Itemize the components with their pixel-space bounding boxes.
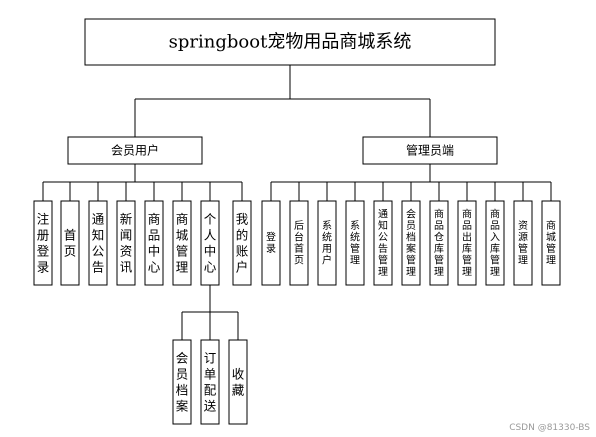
connector-lines <box>42 65 552 340</box>
personal-center-child-box <box>228 339 248 425</box>
member-child-box <box>88 200 108 286</box>
admin-child-box <box>401 200 421 286</box>
personal-center-child-box <box>200 339 220 425</box>
admin-child-label: 商品出库管理 <box>462 207 472 278</box>
watermark: CSDN @81330-BS <box>509 423 590 433</box>
personal-center-child-label: 会员档案 <box>176 350 189 413</box>
member-child-label: 个人中心 <box>204 211 217 274</box>
admin-child-box <box>345 200 365 286</box>
member-child-label: 新闻资讯 <box>120 211 133 274</box>
member-child-label: 首页 <box>64 227 77 258</box>
member-child-label: 我的账户 <box>236 211 249 274</box>
admin-box <box>362 136 498 165</box>
admin-child-box <box>261 200 281 286</box>
admin-child-box <box>317 200 337 286</box>
admin-child-label: 商品仓库管理 <box>434 207 444 278</box>
admin-child-box <box>429 200 449 286</box>
admin-label: 管理员端 <box>406 143 454 158</box>
admin-child-label: 后台首页 <box>294 220 304 267</box>
root-box <box>84 18 496 66</box>
member-child-label: 商城管理 <box>176 211 189 274</box>
member-child-label: 通知公告 <box>92 211 105 274</box>
admin-child-box <box>541 200 561 286</box>
admin-child-label: 系统用户 <box>322 220 332 267</box>
admin-child-label: 登录 <box>266 230 276 255</box>
admin-child-box <box>373 200 393 286</box>
admin-child-box <box>485 200 505 286</box>
admin-child-label: 资源管理 <box>518 220 528 267</box>
member-child-box <box>116 200 136 286</box>
member-child-box <box>60 200 80 286</box>
admin-child-label: 商品入库管理 <box>490 207 500 278</box>
admin-child-box <box>513 200 533 286</box>
personal-center-child-box <box>172 339 192 425</box>
member-child-box <box>232 200 252 286</box>
admin-child-box <box>457 200 477 286</box>
root-label: springboot宠物用品商城系统 <box>169 32 412 53</box>
personal-center-child-label: 订单配送 <box>204 350 217 413</box>
member-child-box <box>200 200 220 286</box>
member-child-label: 商品中心 <box>148 211 161 274</box>
admin-child-label: 系统管理 <box>350 220 360 267</box>
personal-center-child-label: 收藏 <box>232 366 245 397</box>
member-label: 会员用户 <box>111 143 159 158</box>
admin-child-box <box>289 200 309 286</box>
admin-child-label: 会员档案管理 <box>406 207 416 278</box>
admin-child-label: 通知公告管理 <box>378 208 388 278</box>
member-box <box>67 136 203 165</box>
admin-child-label: 商城管理 <box>546 219 556 267</box>
member-child-box <box>33 200 53 286</box>
member-child-box <box>172 200 192 286</box>
member-child-box <box>144 200 164 286</box>
member-child-label: 注册登录 <box>37 211 50 274</box>
